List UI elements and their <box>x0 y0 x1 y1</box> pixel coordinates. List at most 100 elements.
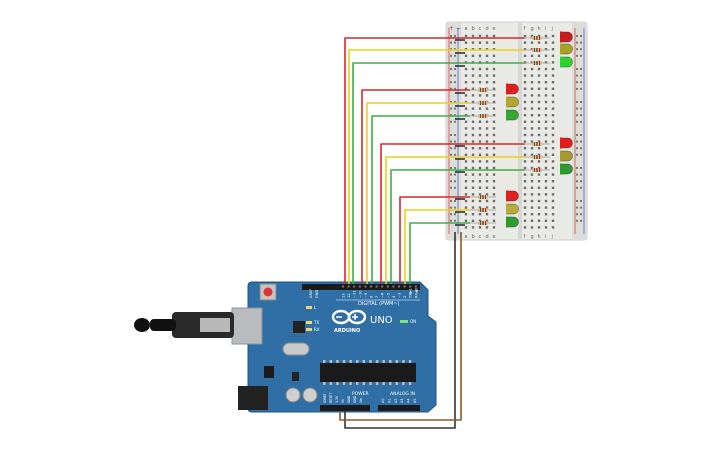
hole <box>537 193 541 196</box>
rail-hole <box>450 54 452 57</box>
hole <box>544 193 548 196</box>
hole <box>478 120 482 123</box>
resistor-3-3[interactable] <box>524 168 550 172</box>
rail-hole <box>576 120 578 123</box>
rail-hole <box>576 107 578 110</box>
resistor-band <box>485 195 486 199</box>
resistor-3-1[interactable] <box>524 142 550 146</box>
rail-hole <box>580 219 582 222</box>
hole <box>478 127 482 130</box>
hole <box>523 153 527 156</box>
hole <box>544 100 548 104</box>
led-3-red[interactable] <box>560 137 573 149</box>
usb-cable[interactable] <box>134 312 234 338</box>
led-3-yellow[interactable] <box>560 150 573 162</box>
led-body <box>560 137 573 149</box>
led-2-red[interactable] <box>506 83 519 95</box>
led-2-green[interactable] <box>506 109 519 121</box>
hole <box>492 160 496 163</box>
wire-red-3[interactable] <box>380 143 525 284</box>
hole <box>478 140 482 143</box>
wire-red-4[interactable] <box>399 196 470 284</box>
wire-green-2[interactable] <box>371 115 470 284</box>
led-3-green[interactable] <box>560 163 573 175</box>
digital-pin-label: 13 <box>342 293 346 298</box>
resistor-band <box>536 61 538 65</box>
jumper-wires[interactable] <box>339 37 525 429</box>
hole <box>464 173 468 176</box>
hole <box>537 107 541 110</box>
hole <box>485 81 489 84</box>
rail-hole <box>580 140 582 143</box>
wire-red-2[interactable] <box>361 89 470 284</box>
hole <box>464 54 468 57</box>
chip-pin <box>329 382 333 385</box>
resistor-1-2[interactable] <box>524 48 550 52</box>
resistor-4-2[interactable] <box>470 208 496 212</box>
led-2-yellow[interactable] <box>506 96 519 108</box>
led-body <box>506 83 519 95</box>
hole <box>464 199 468 203</box>
resistor-band <box>536 142 538 146</box>
hole <box>544 94 548 97</box>
resistor-4-3[interactable] <box>470 221 496 225</box>
rail-hole <box>576 114 578 117</box>
resistor-4-1[interactable] <box>470 195 496 199</box>
hole <box>478 133 482 137</box>
wire-yellow-2[interactable] <box>366 102 470 284</box>
hole <box>544 180 548 183</box>
resistor-2-3[interactable] <box>470 114 496 118</box>
led-4-yellow[interactable] <box>506 203 519 215</box>
rail-hole <box>450 140 452 143</box>
hole <box>464 147 468 150</box>
digital-pin-label: 4 <box>392 295 396 298</box>
digital-pin-label: 8 <box>370 295 374 298</box>
led-components[interactable] <box>470 31 573 228</box>
rail-hole <box>450 173 452 176</box>
led-1-green[interactable] <box>560 56 573 68</box>
column-label: h <box>538 234 541 240</box>
led-1-yellow[interactable] <box>560 43 573 55</box>
hole <box>464 100 468 104</box>
rail-hole <box>454 219 456 222</box>
led-flange <box>506 96 508 108</box>
capacitor-2 <box>302 387 318 403</box>
hole <box>464 133 468 137</box>
resistor-band <box>539 155 540 159</box>
analog-pin-label: A4 <box>407 399 411 403</box>
wire-red-1[interactable] <box>344 37 525 284</box>
rail-hole <box>580 147 582 150</box>
hole <box>492 54 496 57</box>
header-pin <box>381 285 384 288</box>
resistor-3-2[interactable] <box>524 155 550 159</box>
wire-yellow-4[interactable] <box>404 209 470 284</box>
chip-pins <box>323 360 412 385</box>
wire-yellow-1[interactable] <box>348 49 525 284</box>
resistor-2-2[interactable] <box>470 101 496 105</box>
column-label: h <box>538 26 541 32</box>
digital-pin-label: ~11 <box>353 290 357 298</box>
led-4-red[interactable] <box>506 190 519 202</box>
hole <box>544 127 548 130</box>
wire-green-3[interactable] <box>390 169 525 284</box>
header-pin <box>364 285 367 288</box>
hole <box>492 226 496 229</box>
column-label: g <box>531 234 534 240</box>
wire-yellow-3[interactable] <box>385 156 525 284</box>
led-4-green[interactable] <box>506 216 519 228</box>
hole <box>537 199 541 203</box>
resistor-2-1[interactable] <box>470 88 496 92</box>
rail-hole <box>576 206 578 209</box>
wire-power[interactable] <box>339 232 462 421</box>
resistor-1-3[interactable] <box>524 61 550 65</box>
wire-green-1[interactable] <box>352 62 525 284</box>
led-1-red[interactable] <box>560 31 573 43</box>
power-section-label: POWER <box>352 391 369 397</box>
hole <box>478 206 482 209</box>
wire-green-4[interactable] <box>409 222 470 284</box>
rail-hole <box>454 206 456 209</box>
resistor-1-1[interactable] <box>524 36 550 40</box>
